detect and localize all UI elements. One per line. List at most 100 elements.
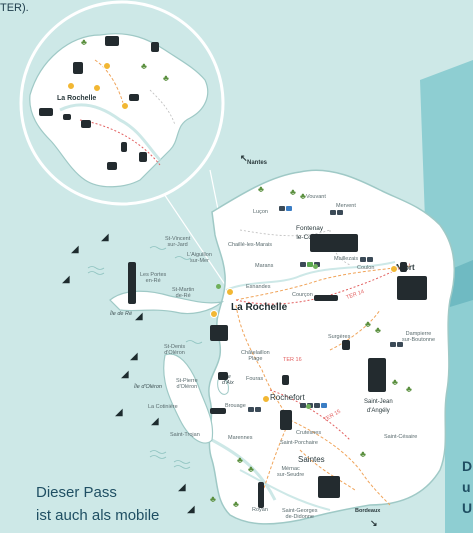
sailboat-icon: ◢ [151,416,159,427]
inset-landmark-icon [107,162,117,170]
inset-landmark-icon [121,142,127,152]
cropped-letter: D [462,458,473,474]
bordeaux-arrow-icon: ↘ [370,518,378,528]
poi-pin [226,288,234,296]
tree-icon: ♣ [233,499,239,509]
inset-poi-pin [93,84,101,92]
place-label-vouvant: Vouvant [306,194,326,200]
place-label-lucon: Luçon [253,209,268,215]
inset-landmark-icon [151,42,159,52]
green-pin [306,404,311,409]
place-label-aiguillon: L'Aiguillon sur-Mer [187,252,212,264]
tree-icon: ♣ [360,449,366,459]
inset-city-label: La Rochelle [57,95,97,102]
place-label-ile-oleron: Île d'Oléron [134,384,162,390]
place-label-ile-de-re: Île de Ré [110,311,133,317]
place-label-saintes: Saintes [298,455,325,464]
tower-landmark-icon [128,262,136,304]
header-fragment: TER). [0,2,29,14]
sailboat-icon: ◢ [71,244,79,255]
place-label-st-georges: Saint-Georges de-Didonne [282,508,318,520]
poi-pin [210,310,218,318]
tree-icon: ♣ [248,464,254,474]
city-label-la-rochelle: La Rochelle [231,302,288,313]
tree-icon: ♣ [392,377,398,387]
place-label-saint-jean: Saint-Jean d'Angély [364,399,393,414]
sailboat-icon: ◢ [178,482,186,493]
tree-icon: ♣ [210,494,216,504]
tree-icon: ♣ [163,73,169,83]
tree-icon: ♣ [258,184,264,194]
tree-icon: ♣ [81,37,87,47]
route-red-2 [269,389,351,441]
ile-d-oleron [163,353,214,444]
inset-poi-pin [103,62,111,70]
heritage-icon [342,340,350,350]
place-label-coulon: Coulon [357,265,375,271]
pass-info-line-2: ist auch als mobile [36,507,160,524]
sailboat-icon: ◢ [62,274,70,285]
sailboat-icon: ◢ [121,369,129,380]
place-label-nantes: Nantes [247,160,268,166]
green-pin [313,264,318,269]
cropped-letter: U [462,500,473,516]
route-orange-1 [235,265,411,301]
tree-icon: ♣ [375,325,381,335]
sailboat-icon: ◢ [115,407,123,418]
place-label-royan: Royan [252,507,268,513]
place-label-st-denis: St-Denis d'Oléron [164,344,186,356]
inset-landmark-icon [73,62,83,74]
transport-badges [300,403,327,408]
place-label-chaille: Chaillé-les-Marais [228,242,273,248]
train-icon [314,295,338,301]
inset-poi-pin [121,102,129,110]
place-label-st-porchaire: Saint-Porchaire [280,440,318,446]
inset-landmark-icon [63,114,71,120]
church-landmark-icon [368,358,386,392]
place-label-chatelaillon: Châtelaillon Plage [241,350,270,362]
tree-icon: ♣ [406,384,412,394]
lighthouse-landmark-icon [258,482,264,508]
poi-pin [262,395,270,403]
inset-landmark-icon [139,152,147,162]
place-label-bordeaux: Bordeaux [355,508,381,514]
inset-landmark-icon [105,36,119,46]
place-label-dampierre: Dampierre sur-Boutonne [402,331,436,343]
place-label-st-martin: St-Martin de-Ré [172,287,195,299]
fort-landmark-icon [210,325,228,341]
cropped-letter: u [462,479,471,495]
place-label-maillezais: Maillezais [334,256,359,262]
abbey-landmark-icon [310,234,358,252]
route-red-1 [235,263,411,305]
transport-badges [330,210,343,215]
place-label-la-cotiniere: La Cotinière [148,404,178,410]
tree-icon: ♣ [300,191,306,201]
nantes-arrow-icon: ↖ [240,153,248,163]
inset-map: La Rochelle ♣ ♣ ♣ [21,2,223,204]
route-orange-3 [289,419,391,506]
place-label-marennes: Marennes [228,435,253,441]
place-label-fontenay: Fontenay le-Comte [296,225,324,241]
poi-pin [390,265,398,273]
place-label-marans: Marans [255,263,274,269]
place-label-crutesnes: Crutesnes [296,430,322,436]
sailboat-icon: ◢ [130,351,138,362]
tree-icon: ♣ [365,319,371,329]
place-label-st-cesaire: Saint-Césaire [384,434,418,440]
arch-landmark-icon [318,476,340,498]
sailboat-icon: ◢ [187,504,195,515]
fort-boyard-icon [218,372,228,380]
place-label-brouage: Brouage [225,403,246,409]
place-label-les-portes: Les Portes en-Ré [140,272,167,284]
place-label-fouras: Fouras [246,376,264,382]
tree-icon: ♣ [290,187,296,197]
tree-icon: ♣ [141,61,147,71]
place-label-st-vincent: St-Vincent sur-Jard [165,236,191,248]
mainland-shape [208,169,456,525]
sailboat-icon: ◢ [101,232,109,243]
ile-de-re [109,290,225,315]
tree-icon: ♣ [237,455,243,465]
castle-landmark-icon [397,276,427,300]
transport-badges [390,342,403,347]
